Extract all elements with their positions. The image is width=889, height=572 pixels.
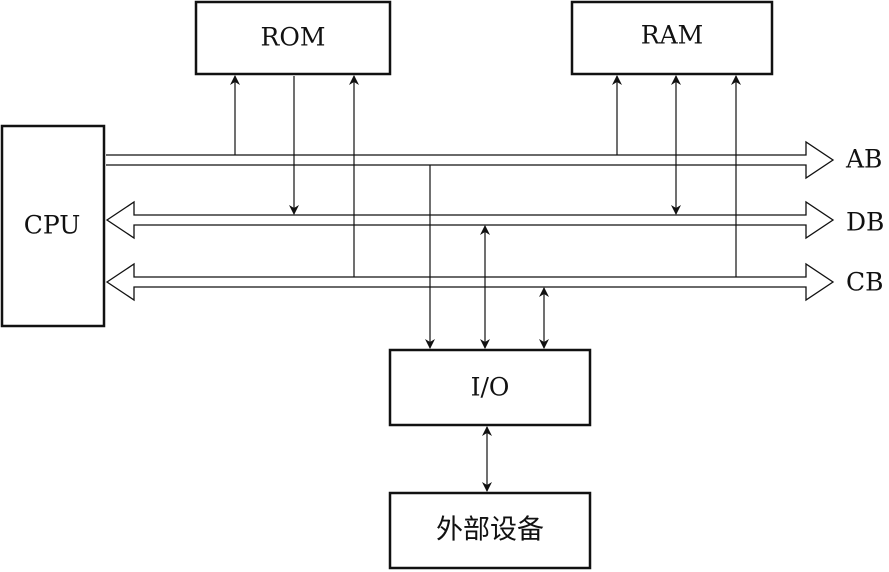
cpu-block: CPU	[0, 124, 106, 328]
data-bus	[105, 200, 835, 240]
io-label: I/O	[471, 373, 510, 402]
peripheral-block: 外部设备	[388, 491, 592, 570]
db-label: DB	[846, 208, 884, 237]
ab-label: AB	[845, 145, 882, 174]
ram-block: RAM	[570, 0, 774, 76]
address-bus	[106, 140, 835, 180]
peripheral-label: 外部设备	[436, 515, 544, 546]
io-block: I/O	[388, 348, 592, 427]
ram-label: RAM	[641, 21, 703, 50]
rom-block: ROM	[194, 0, 392, 76]
rom-label: ROM	[261, 23, 326, 52]
cb-label: CB	[846, 268, 884, 297]
cpu-label: CPU	[24, 211, 81, 240]
control-bus	[105, 262, 835, 302]
